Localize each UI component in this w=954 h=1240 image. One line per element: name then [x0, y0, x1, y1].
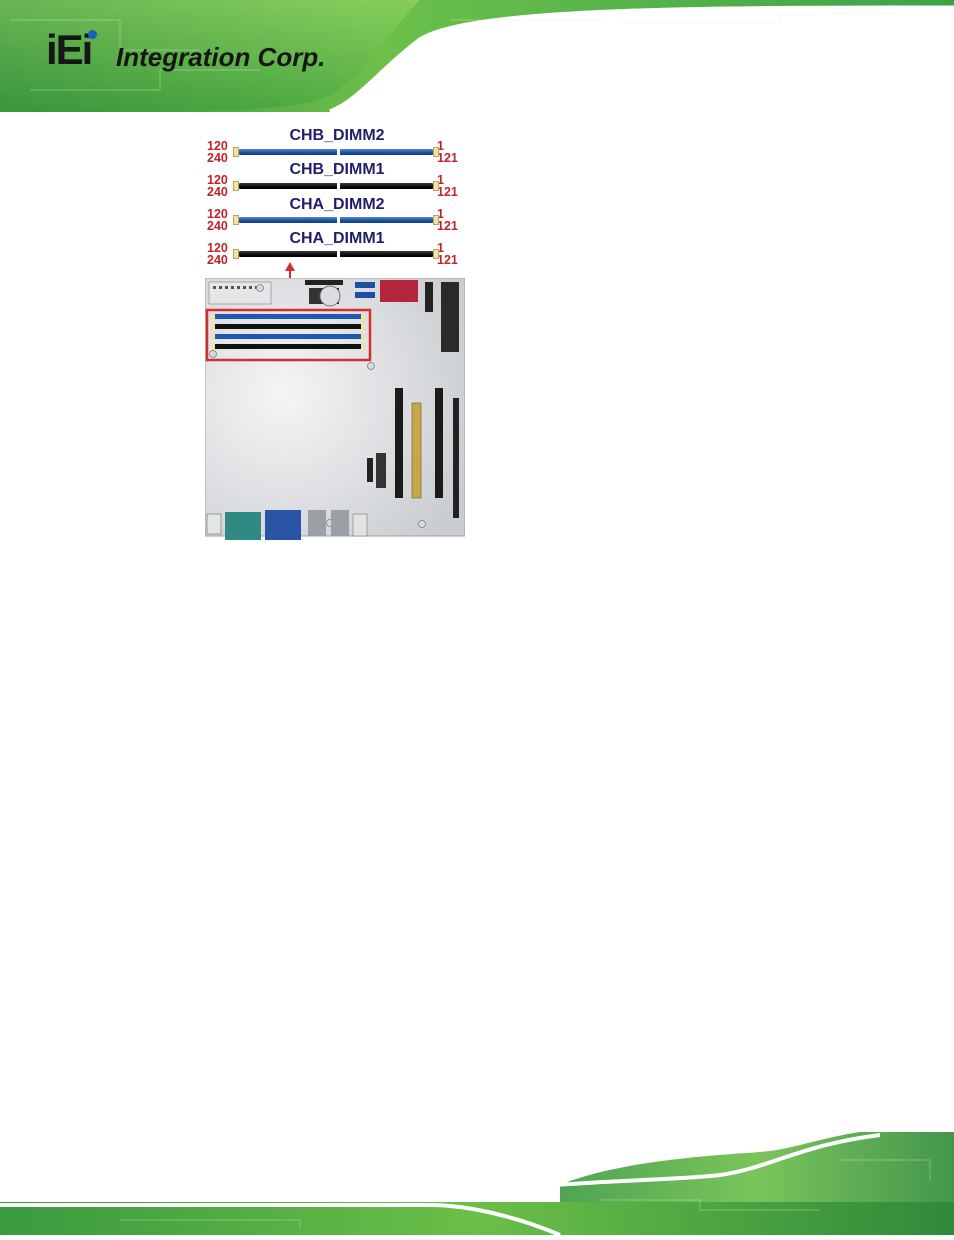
footer-swoosh-graphic — [0, 1130, 954, 1235]
dimm-label: CHA_DIMM2 — [217, 196, 457, 214]
brand-logo: iEi Integration Corp. — [46, 30, 366, 74]
dimm-label: CHB_DIMM2 — [217, 127, 457, 145]
brand-mark: iEi — [46, 26, 91, 74]
header-banner: iEi Integration Corp. — [0, 0, 954, 120]
brand-dot-icon — [88, 30, 97, 39]
motherboard-illustration — [205, 278, 465, 543]
pin-number: 240 — [207, 254, 228, 266]
dimm-slot-cha-2 — [233, 215, 439, 225]
dimm-slot-chb-1 — [233, 181, 439, 191]
brand-name: Integration Corp. — [116, 42, 325, 73]
dimm-slot-chb-2 — [233, 147, 439, 157]
footer-banner — [0, 1130, 954, 1235]
dimm-slot-cha-1 — [233, 249, 439, 259]
dimm-label: CHB_DIMM1 — [217, 161, 457, 179]
dimm-label: CHA_DIMM1 — [217, 230, 457, 248]
pin-number: 121 — [437, 254, 458, 266]
